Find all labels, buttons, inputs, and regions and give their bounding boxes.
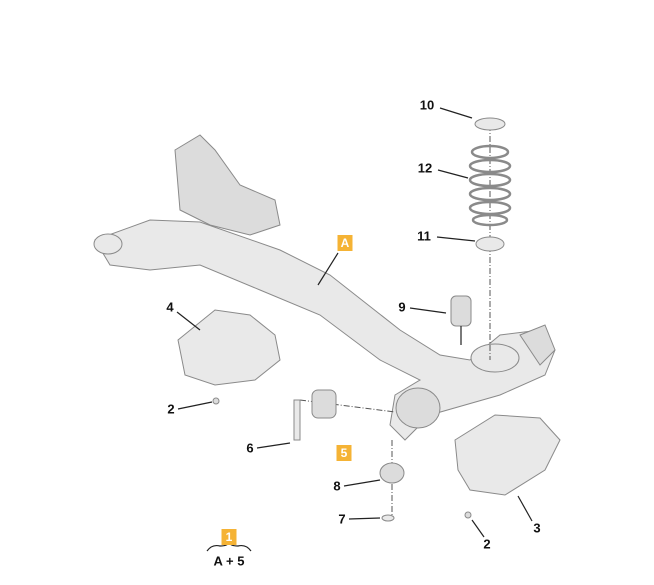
callout-4: 4 [166,299,174,315]
part-10-upper-seat [474,117,506,131]
axle-beam [93,134,556,441]
callout-7: 7 [338,511,346,527]
callout-10: 10 [419,97,435,113]
callout-11: 11 [417,228,431,244]
part-3-shield [454,414,561,496]
part-4-shield [177,309,281,386]
part-6-bolt [293,399,301,441]
badge-1: 1 [221,529,237,545]
callout-8: 8 [333,478,341,494]
part-11-lower-seat [475,236,505,252]
callout-2-right: 2 [483,536,491,552]
callout-9: 9 [398,299,406,315]
callout-2-left: 2 [167,401,175,417]
badge-5: 5 [336,445,352,461]
part-8-bushing [379,462,405,484]
part-12-coil-spring [468,144,512,227]
callout-12: 12 [417,160,433,176]
part-5-bushing [311,389,337,419]
part-2-screw-right [464,511,472,519]
part-7-washer [381,514,395,522]
part-9-bump-stop [450,295,472,327]
part-2-screw-left [212,397,220,405]
callout-3: 3 [533,520,541,536]
kit-label: A + 5 [213,553,245,569]
callout-6: 6 [246,440,254,456]
badge-a: A [337,235,353,251]
leader-lines [176,107,533,552]
